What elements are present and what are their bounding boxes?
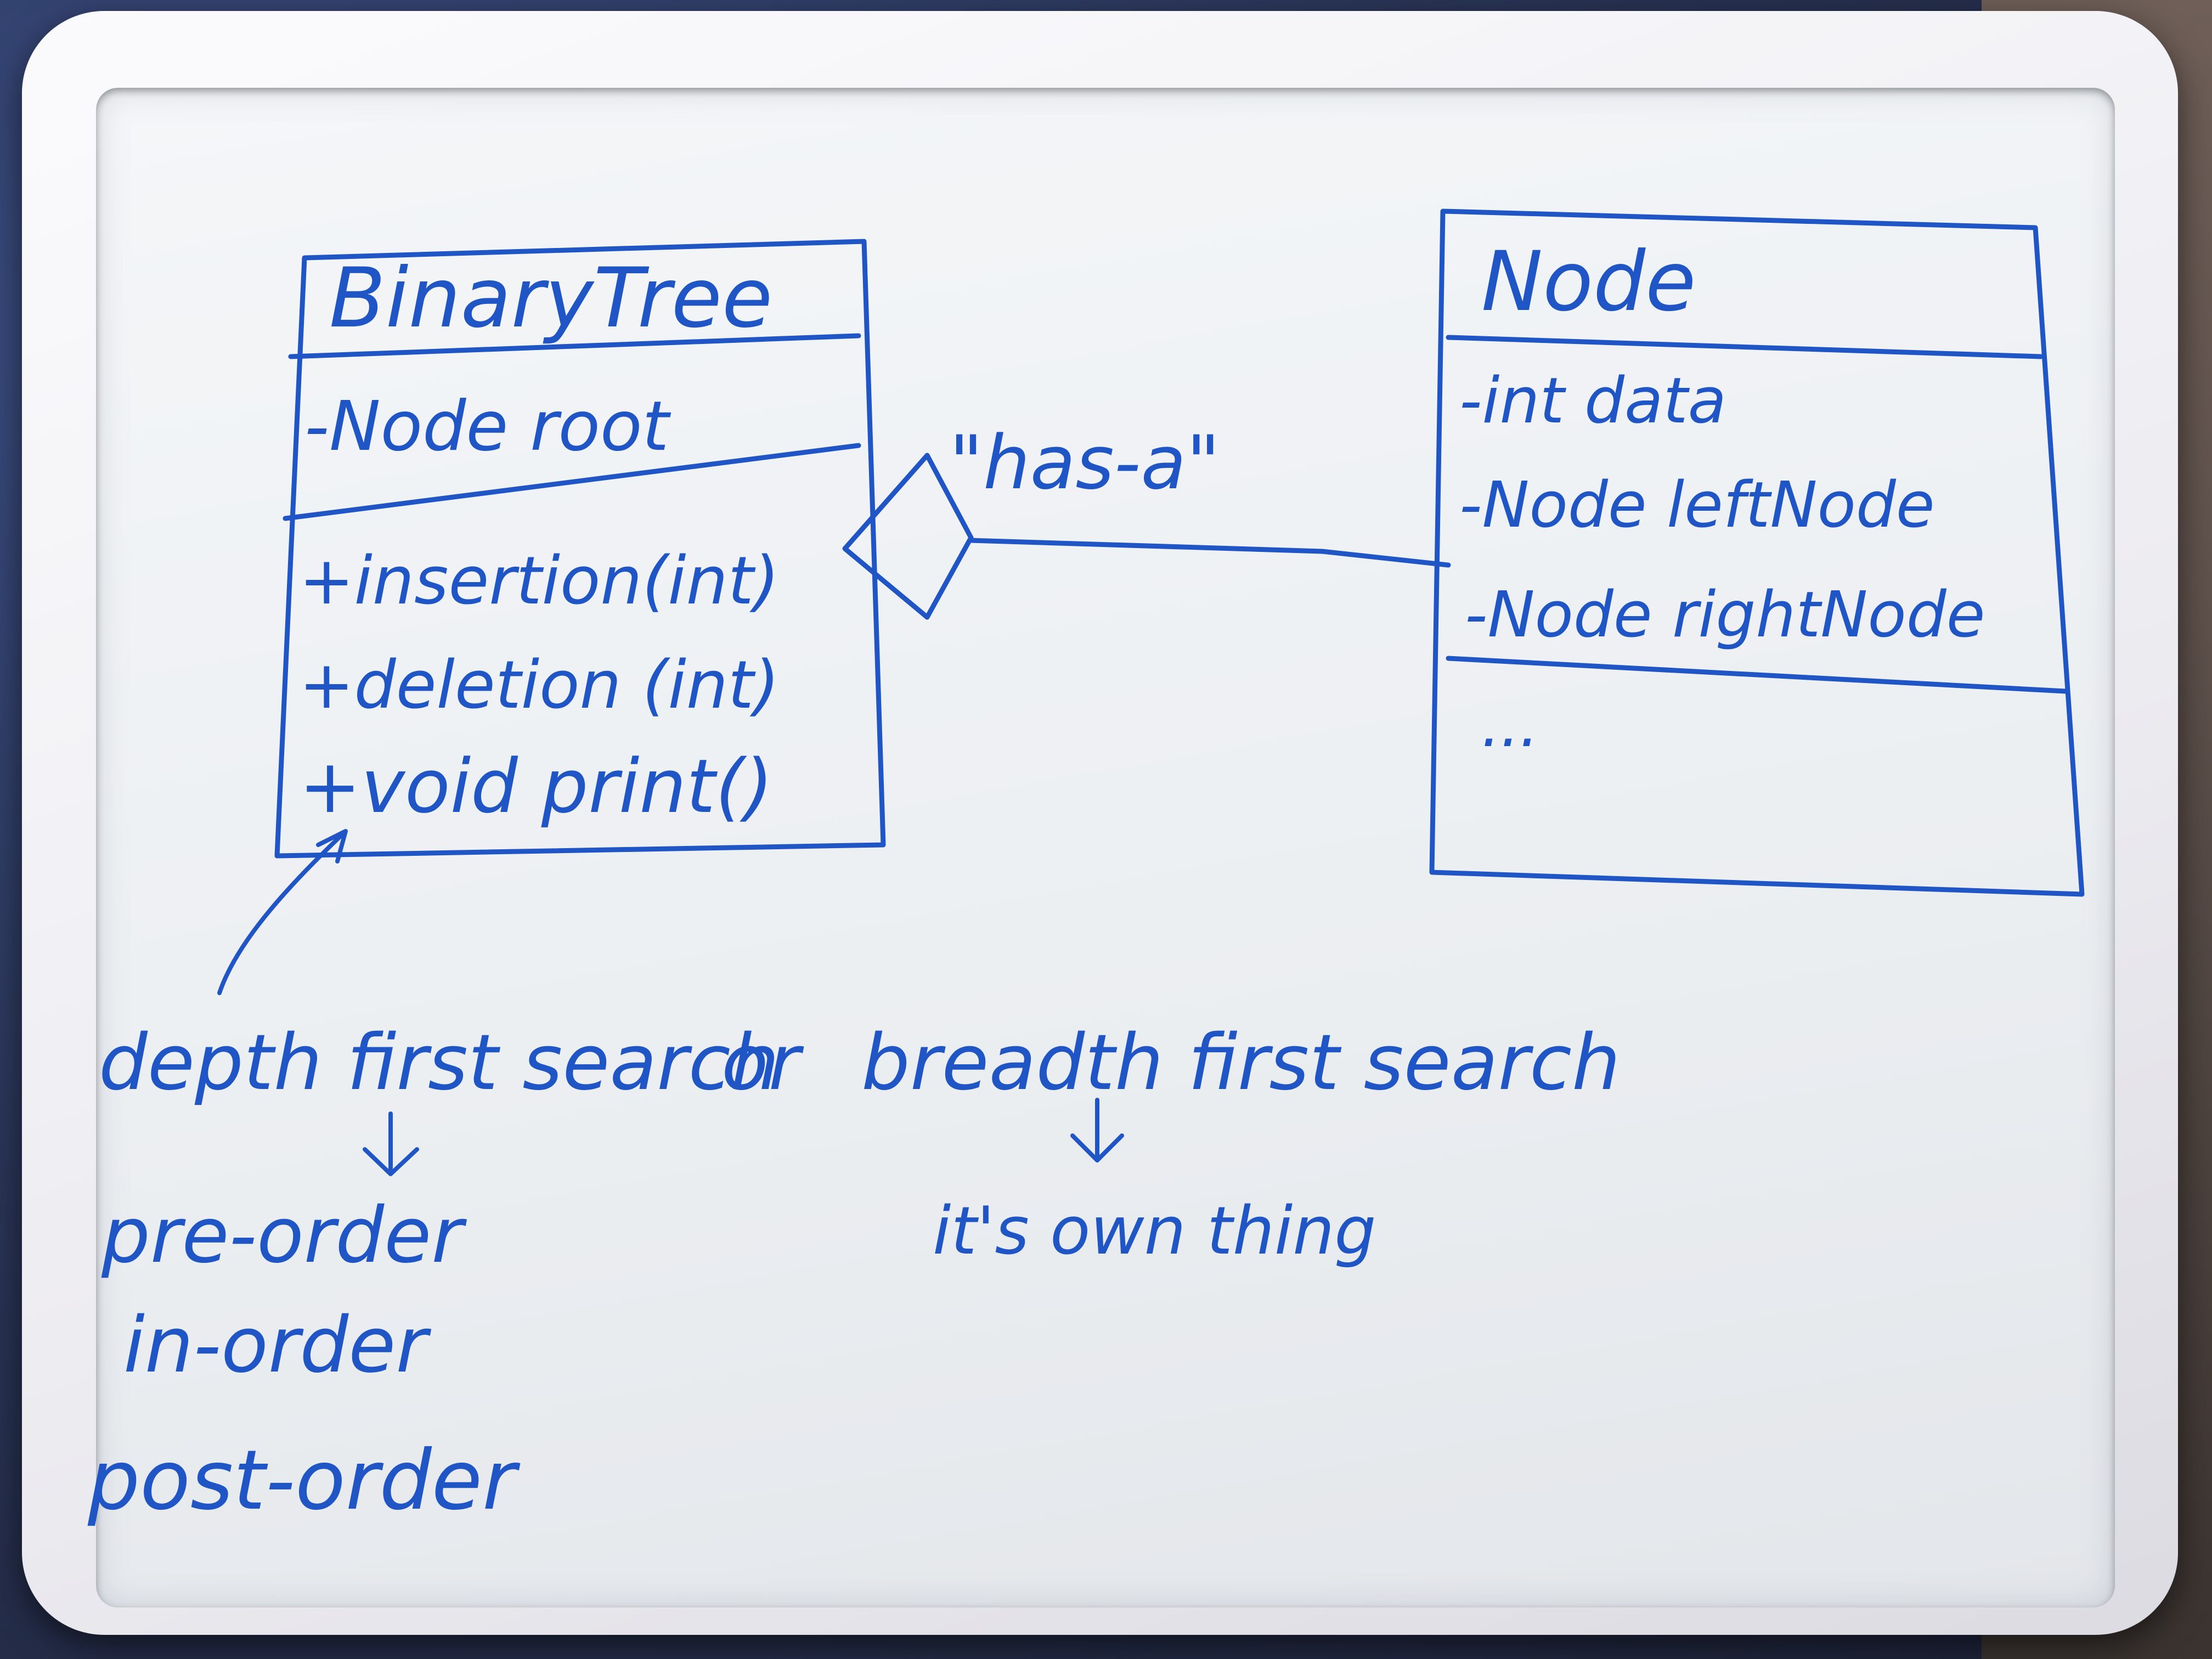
aggregation-diamond <box>842 453 974 620</box>
dfs-order-pre: pre-order <box>101 1191 467 1280</box>
note-pointer-arrow <box>217 829 348 995</box>
node-methods-ellipsis: ... <box>1481 690 1539 760</box>
binarytree-method-deletion: +deletion (int) <box>299 647 780 724</box>
node-divider-1 <box>1446 335 2044 359</box>
binarytree-class-box <box>274 239 886 859</box>
binarytree-divider-2 <box>283 443 861 521</box>
dfs-order-in: in-order <box>123 1301 431 1390</box>
node-box-outline <box>1429 208 2085 897</box>
note-arrow-curve <box>217 832 345 995</box>
binarytree-method-print: +void print() <box>299 743 773 830</box>
binarytree-divider-1 <box>288 333 861 359</box>
note-arrow-head <box>316 829 348 864</box>
node-attr-right: -Node rightNode <box>1465 578 1985 652</box>
binarytree-box-outline <box>274 239 886 859</box>
node-class-name: Node <box>1481 234 1696 330</box>
dfs-order-post: post-order <box>87 1433 521 1528</box>
bfs-down-arrow <box>1070 1098 1124 1163</box>
node-class-box <box>1429 208 2085 897</box>
aggregation-line <box>968 538 1451 568</box>
node-attr-left: -Node leftNode <box>1459 469 1935 542</box>
aggregation-connector <box>842 453 1451 620</box>
binarytree-method-insertion: +insertion(int) <box>299 543 780 619</box>
binarytree-class-name: BinaryTree <box>329 251 772 346</box>
bfs-note: it's own thing <box>933 1193 1376 1269</box>
note-or: or <box>721 1018 804 1108</box>
relationship-label: "has-a" <box>949 420 1220 506</box>
binarytree-attr-root: -Node root <box>304 387 671 466</box>
bfs-arrow-head <box>1070 1133 1124 1163</box>
whiteboard-surface <box>96 88 2115 1607</box>
node-divider-2 <box>1446 656 2068 694</box>
note-bfs: breadth first search <box>861 1018 1621 1108</box>
note-dfs: depth first search <box>99 1018 779 1108</box>
dfs-down-arrow <box>363 1111 419 1176</box>
dfs-arrow-head <box>363 1147 419 1176</box>
node-attr-data: -int data <box>1459 364 1726 438</box>
